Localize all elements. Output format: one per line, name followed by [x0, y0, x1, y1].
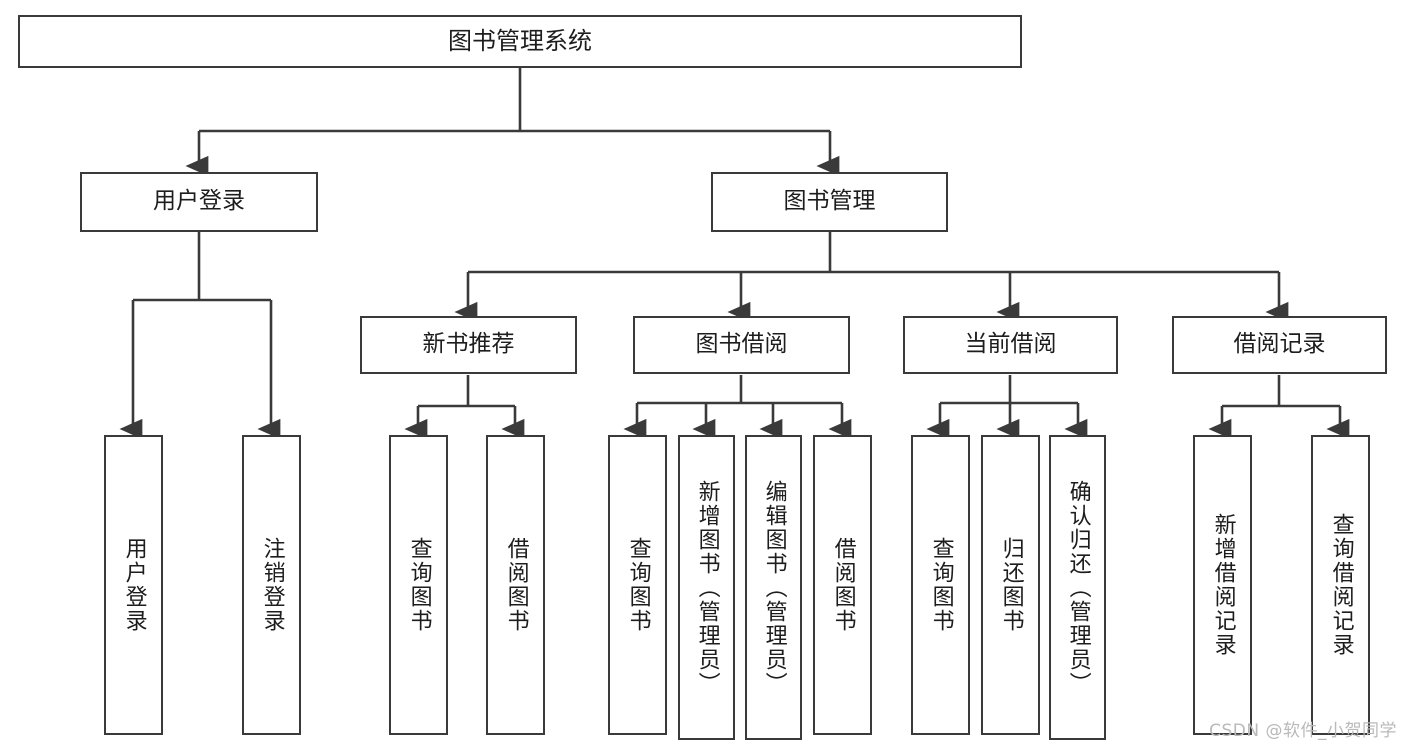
node-leaf-add-borrow-record[interactable]: 新增借阅记录	[1193, 435, 1252, 735]
node-new-book-recommend[interactable]: 新书推荐	[360, 316, 577, 374]
node-label: 借阅图书	[503, 537, 529, 633]
node-leaf-add-book-admin[interactable]: 新增图书（管理员）	[678, 435, 735, 740]
node-current-borrow[interactable]: 当前借阅	[903, 316, 1118, 374]
node-label: 查询图书	[406, 537, 432, 633]
node-leaf-query-borrow-record[interactable]: 查询借阅记录	[1311, 435, 1370, 735]
node-book-borrow[interactable]: 图书借阅	[633, 316, 850, 374]
node-root-book-management-system[interactable]: 图书管理系统	[18, 15, 1022, 68]
node-leaf-user-login[interactable]: 用户登录	[104, 435, 163, 735]
node-label: 新增图书（管理员）	[694, 479, 720, 696]
node-leaf-query-book-current[interactable]: 查询图书	[911, 435, 970, 735]
node-label: 图书管理	[783, 188, 876, 215]
node-label: 新书推荐	[422, 331, 515, 358]
node-label: 注销登录	[259, 537, 285, 633]
node-label: 新增借阅记录	[1210, 513, 1236, 657]
node-leaf-query-book-recommend[interactable]: 查询图书	[389, 435, 448, 735]
node-label: 用户登录	[153, 188, 245, 215]
node-leaf-return-book[interactable]: 归还图书	[981, 435, 1040, 735]
node-label: 借阅图书	[830, 537, 856, 633]
node-borrow-record[interactable]: 借阅记录	[1172, 316, 1387, 374]
node-leaf-confirm-return-admin[interactable]: 确认归还（管理员）	[1049, 435, 1106, 740]
node-leaf-borrow-book[interactable]: 借阅图书	[813, 435, 872, 735]
node-label: 查询图书	[928, 537, 954, 633]
node-label: 用户登录	[121, 537, 147, 633]
node-label: 归还图书	[998, 537, 1024, 633]
node-leaf-user-logout[interactable]: 注销登录	[242, 435, 301, 735]
node-label: 编辑图书（管理员）	[761, 479, 787, 696]
node-label: 借阅记录	[1233, 331, 1326, 358]
node-book-management[interactable]: 图书管理	[711, 172, 948, 232]
node-label: 查询图书	[625, 537, 651, 633]
node-label: 图书借阅	[695, 331, 788, 358]
node-label: 确认归还（管理员）	[1065, 479, 1091, 696]
node-user-login[interactable]: 用户登录	[80, 172, 318, 232]
csdn-watermark: CSDN @软件_小贺同学	[1209, 721, 1397, 741]
node-label: 当前借阅	[964, 331, 1057, 358]
node-leaf-edit-book-admin[interactable]: 编辑图书（管理员）	[745, 435, 802, 740]
node-leaf-query-book-borrow[interactable]: 查询图书	[608, 435, 667, 735]
node-label: 图书管理系统	[448, 27, 592, 56]
node-label: 查询借阅记录	[1328, 513, 1354, 657]
node-leaf-borrow-book-recommend[interactable]: 借阅图书	[486, 435, 545, 735]
